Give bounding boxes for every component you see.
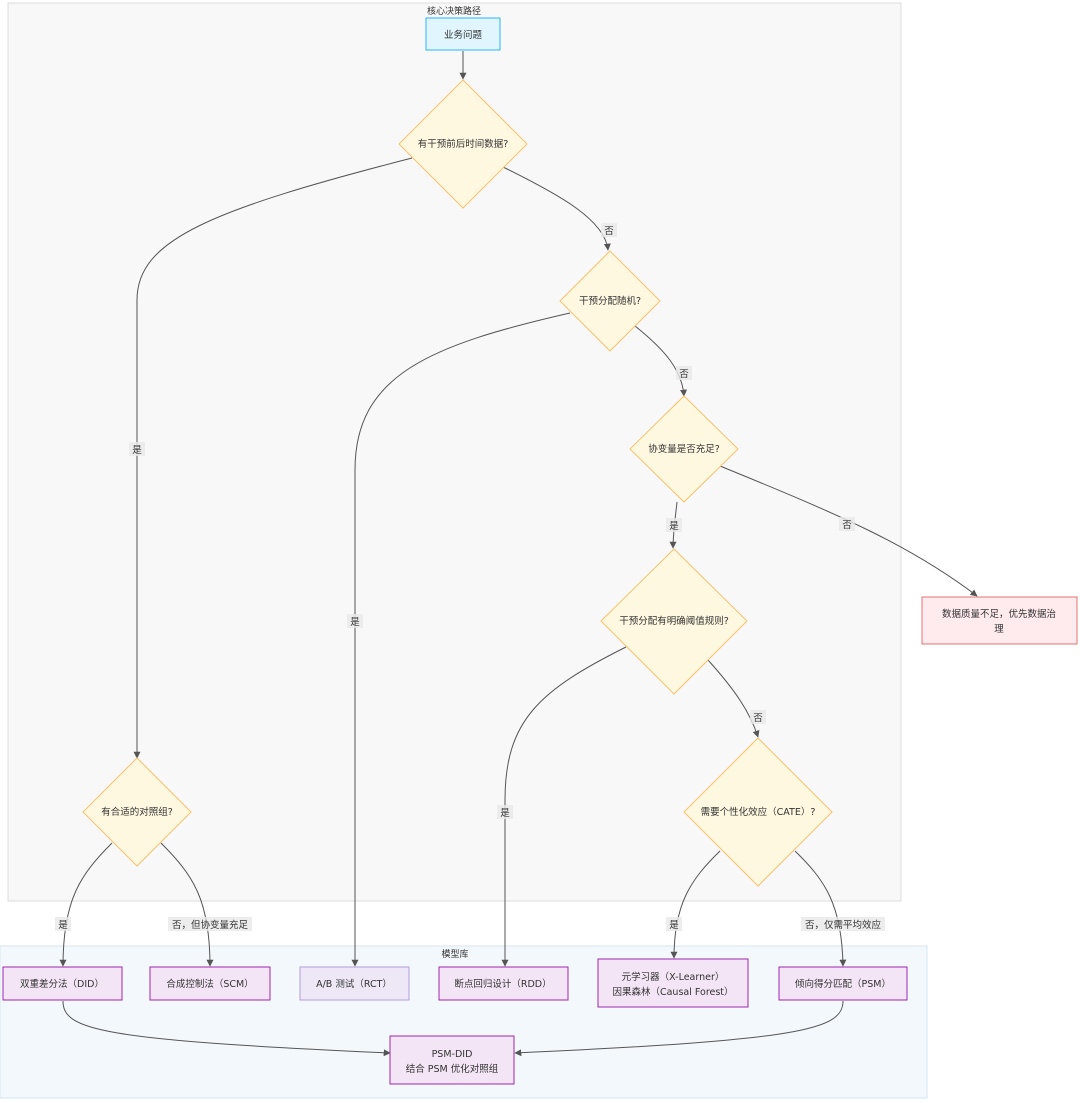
svg-text:PSM-DID: PSM-DID: [432, 1049, 473, 1060]
svg-text:干预分配有明确阈值规则?: 干预分配有明确阈值规则?: [619, 615, 729, 627]
svg-text:干预分配随机?: 干预分配随机?: [579, 295, 641, 307]
svg-text:否: 否: [604, 226, 614, 237]
svg-text:是: 是: [58, 920, 68, 931]
edge-time-to-control: [133, 157, 413, 759]
svg-text:业务问题: 业务问题: [444, 29, 483, 41]
edge-cate-to-meta: [670, 850, 721, 959]
svg-text:数据质量不足，优先数据治: 数据质量不足，优先数据治: [942, 608, 1056, 620]
svg-text:倾向得分匹配（PSM）: 倾向得分匹配（PSM）: [795, 978, 891, 990]
model-scm[interactable]: 合成控制法（SCM）: [149, 966, 271, 1001]
svg-text:有合适的对照组?: 有合适的对照组?: [101, 806, 173, 818]
svg-text:结合 PSM 优化对照组: 结合 PSM 优化对照组: [406, 1063, 499, 1075]
edge-threshold-to-rdd: [501, 646, 627, 967]
svg-text:双重差分法（DID）: 双重差分法（DID）: [20, 978, 104, 990]
edge-random-to-covariates: [634, 325, 688, 397]
svg-text:因果森林（Causal Forest）: 因果森林（Causal Forest）: [612, 986, 733, 998]
edge-cate-to-psm: [794, 850, 847, 967]
edge-label-random-no: 否: [676, 366, 692, 380]
edge-label-thr-no: 否: [750, 710, 766, 724]
edges: [59, 51, 978, 1057]
svg-text:需要个性化效应（CATE）?: 需要个性化效应（CATE）?: [701, 806, 816, 818]
cluster-title-core-path: 核心决策路径: [427, 5, 481, 17]
edge-random-to-abtest: [351, 312, 571, 967]
svg-text:是: 是: [350, 617, 360, 628]
decision-cate[interactable]: 需要个性化效应（CATE）?: [683, 737, 833, 887]
edge-label-cov-no: 否: [839, 517, 855, 531]
model-psm[interactable]: 倾向得分匹配（PSM）: [778, 966, 908, 1001]
svg-text:合成控制法（SCM）: 合成控制法（SCM）: [166, 978, 253, 990]
svg-text:否，但协变量充足: 否，但协变量充足: [172, 919, 249, 931]
svg-text:元学习器（X-Learner）: 元学习器（X-Learner）: [622, 971, 725, 983]
edge-label-cate-no: 否，仅需平均效应: [801, 917, 885, 931]
svg-text:有干预前后时间数据?: 有干预前后时间数据?: [418, 138, 509, 150]
svg-text:否，仅需平均效应: 否，仅需平均效应: [805, 919, 882, 931]
svg-text:断点回归设计（RDD）: 断点回归设计（RDD）: [454, 978, 551, 990]
edge-did-to-psmdid: [62, 1000, 391, 1057]
edge-label-time-yes: 是: [129, 442, 145, 456]
node-business-problem[interactable]: 业务问题: [425, 17, 501, 51]
svg-text:是: 是: [669, 521, 679, 532]
edge-covariates-to-quality: [719, 465, 978, 597]
edge-time-to-random: [502, 166, 611, 251]
edge-threshold-to-cate: [707, 659, 760, 738]
svg-text:理: 理: [994, 624, 1004, 635]
svg-text:是: 是: [132, 445, 142, 456]
model-meta-learner[interactable]: 元学习器（X-Learner） 因果森林（Causal Forest）: [597, 958, 749, 1008]
edge-label-random-yes: 是: [347, 614, 363, 628]
svg-text:否: 否: [679, 369, 689, 380]
edge-label-time-no: 否: [601, 223, 617, 237]
edge-psm-to-psmdid: [514, 1000, 844, 1057]
model-rdd[interactable]: 断点回归设计（RDD）: [438, 966, 569, 1001]
svg-text:协变量是否充足?: 协变量是否充足?: [648, 443, 720, 455]
svg-text:否: 否: [753, 713, 763, 724]
edge-label-ctrl-yes: 是: [55, 917, 71, 931]
edge-label-ctrl-no: 否，但协变量充足: [168, 917, 252, 931]
model-psm-did[interactable]: PSM-DID 结合 PSM 优化对照组: [389, 1035, 515, 1085]
decision-random[interactable]: 干预分配随机?: [559, 250, 661, 352]
svg-text:是: 是: [669, 920, 679, 931]
node-data-quality[interactable]: 数据质量不足，优先数据治 理: [921, 596, 1078, 645]
decision-time-data[interactable]: 有干预前后时间数据?: [398, 79, 528, 209]
svg-text:是: 是: [500, 808, 510, 819]
model-did[interactable]: 双重差分法（DID）: [2, 966, 123, 1001]
decision-control-group[interactable]: 有合适的对照组?: [82, 757, 192, 867]
edge-control-to-scm: [160, 842, 214, 967]
edge-label-thr-yes: 是: [497, 805, 513, 819]
svg-text:否: 否: [842, 520, 852, 531]
cluster-title-model-library: 模型库: [441, 948, 468, 960]
decision-threshold[interactable]: 干预分配有明确阈值规则?: [600, 548, 748, 695]
edge-control-to-did: [59, 842, 113, 967]
edge-labels: 否 是 是 否 是 否 是 否: [55, 223, 885, 931]
decision-covariates[interactable]: 协变量是否充足?: [629, 395, 739, 503]
edge-label-cov-yes: 是: [666, 518, 682, 532]
edge-label-cate-yes: 是: [666, 917, 682, 931]
model-ab-test[interactable]: A/B 测试（RCT）: [299, 966, 410, 1001]
svg-text:A/B 测试（RCT）: A/B 测试（RCT）: [316, 978, 392, 990]
